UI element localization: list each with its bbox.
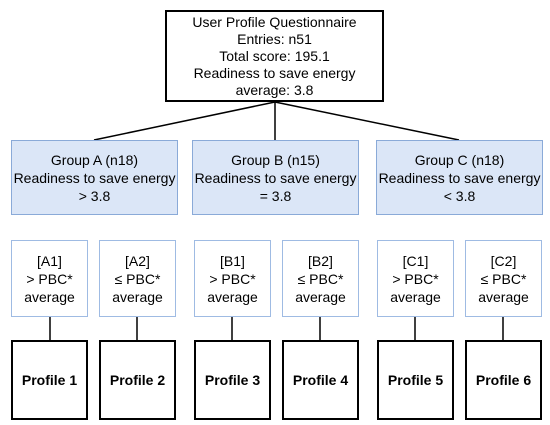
profile-label: Profile 2 [109, 372, 166, 388]
profile-3-node: Profile 3 [194, 340, 271, 420]
subgroup-average: average [24, 288, 75, 305]
subgroup-id: [A1] [37, 252, 62, 269]
profile-label: Profile 3 [204, 372, 261, 388]
profile-2-node: Profile 2 [99, 340, 176, 420]
root-entries: Entries: n51 [237, 30, 312, 47]
group-condition: = 3.8 [259, 187, 292, 204]
subgroup-average: average [112, 288, 163, 305]
subgroup-id: [B2] [308, 252, 333, 269]
group-b-node: Group B (n15) Readiness to save energy =… [192, 140, 359, 215]
subgroup-c2-node: [C2] ≤ PBC* average [465, 240, 542, 317]
root-average: average: 3.8 [235, 81, 314, 98]
profile-label: Profile 6 [475, 372, 532, 388]
connector-root-to-group-c [274, 101, 460, 141]
profile-5-node: Profile 5 [377, 340, 454, 420]
connector-root-to-group-a [93, 101, 276, 141]
profile-label: Profile 4 [292, 372, 349, 388]
group-name: Group A (n18) [50, 151, 139, 168]
subgroup-c1-node: [C1] > PBC* average [377, 240, 454, 317]
subgroup-condition: > PBC* [392, 270, 439, 287]
group-readiness-label: Readiness to save energy [378, 169, 541, 186]
group-readiness-label: Readiness to save energy [13, 169, 176, 186]
profile-4-node: Profile 4 [282, 340, 359, 420]
subgroup-a2-node: [A2] ≤ PBC* average [99, 240, 176, 317]
subgroup-a1-node: [A1] > PBC* average [11, 240, 88, 317]
subgroup-id: [B1] [220, 252, 245, 269]
root-readiness-label: Readiness to save energy [193, 64, 356, 81]
subgroup-condition: > PBC* [26, 270, 73, 287]
subgroup-id: [C2] [490, 252, 517, 269]
subgroup-average: average [478, 288, 529, 305]
group-readiness-label: Readiness to save energy [194, 169, 357, 186]
group-a-node: Group A (n18) Readiness to save energy >… [11, 140, 178, 215]
subgroup-condition: > PBC* [209, 270, 256, 287]
group-condition: > 3.8 [78, 187, 111, 204]
group-c-node: Group C (n18) Readiness to save energy <… [376, 140, 543, 215]
subgroup-b2-node: [B2] ≤ PBC* average [282, 240, 359, 317]
subgroup-b1-node: [B1] > PBC* average [194, 240, 271, 317]
profile-label: Profile 5 [387, 372, 444, 388]
profile-label: Profile 1 [21, 372, 78, 388]
subgroup-average: average [295, 288, 346, 305]
root-title: User Profile Questionnaire [192, 13, 357, 30]
group-condition: < 3.8 [443, 187, 476, 204]
root-node: User Profile Questionnaire Entries: n51 … [165, 10, 384, 102]
group-name: Group B (n15) [231, 151, 320, 168]
subgroup-average: average [207, 288, 258, 305]
subgroup-id: [A2] [125, 252, 150, 269]
profile-6-node: Profile 6 [465, 340, 542, 420]
group-name: Group C (n18) [414, 151, 505, 168]
subgroup-id: [C1] [402, 252, 429, 269]
profile-1-node: Profile 1 [11, 340, 88, 420]
subgroup-condition: ≤ PBC* [114, 270, 161, 287]
subgroup-average: average [390, 288, 441, 305]
subgroup-condition: ≤ PBC* [297, 270, 344, 287]
root-total-score: Total score: 195.1 [219, 47, 330, 64]
subgroup-condition: ≤ PBC* [480, 270, 527, 287]
